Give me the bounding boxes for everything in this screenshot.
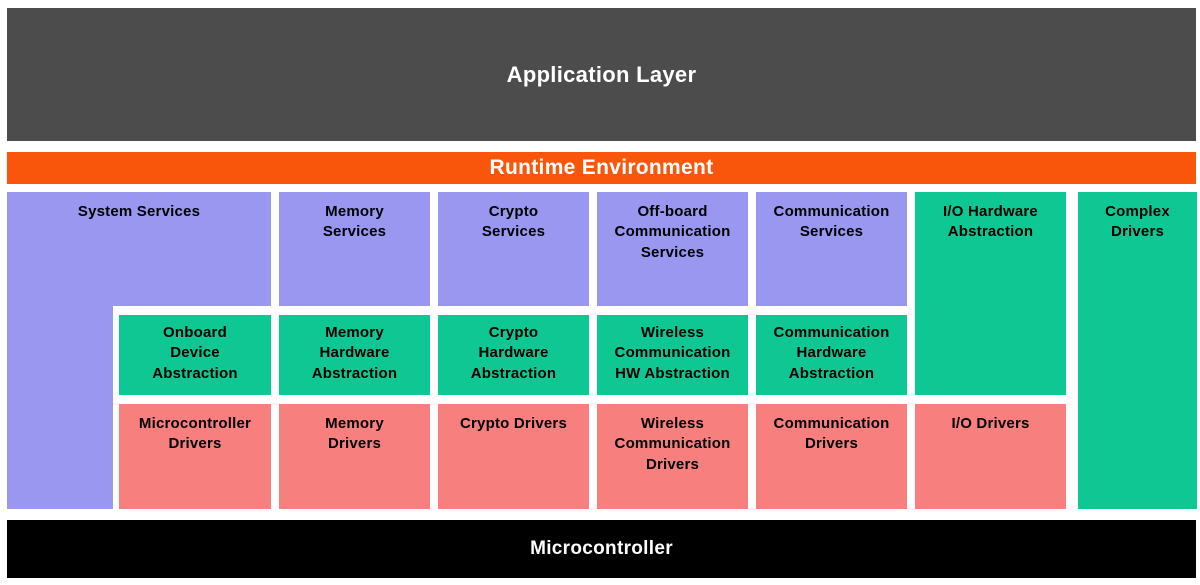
block-communication-hardware-abstraction: Communication Hardware Abstraction [756, 315, 907, 395]
block-communication-services: Communication Services [756, 192, 907, 306]
application-layer-bar: Application Layer [7, 8, 1196, 141]
block-memory-services: Memory Services [279, 192, 430, 306]
microcontroller-bar: Microcontroller [7, 520, 1196, 578]
microcontroller-label: Microcontroller [530, 538, 673, 559]
runtime-environment-label: Runtime Environment [489, 156, 714, 179]
block-wireless-communication-drivers: Wireless Communication Drivers [597, 404, 748, 509]
block-complex-drivers: Complex Drivers [1078, 192, 1197, 509]
application-layer-label: Application Layer [506, 61, 697, 87]
block-offboard-communication-services: Off-board Communication Services [597, 192, 748, 306]
block-system-services: System Services [7, 192, 271, 306]
block-communication-drivers: Communication Drivers [756, 404, 907, 509]
block-crypto-hardware-abstraction: Crypto Hardware Abstraction [438, 315, 589, 395]
block-memory-hardware-abstraction: Memory Hardware Abstraction [279, 315, 430, 395]
block-microcontroller-drivers: Microcontroller Drivers [119, 404, 271, 509]
block-crypto-services: Crypto Services [438, 192, 589, 306]
block-memory-drivers: Memory Drivers [279, 404, 430, 509]
block-io-drivers: I/O Drivers [915, 404, 1066, 509]
block-onboard-device-abstraction: Onboard Device Abstraction [119, 315, 271, 395]
block-wireless-communication-hw-abstraction: Wireless Communication HW Abstraction [597, 315, 748, 395]
runtime-environment-bar: Runtime Environment [7, 152, 1196, 184]
block-crypto-drivers: Crypto Drivers [438, 404, 589, 509]
block-io-hardware-abstraction: I/O Hardware Abstraction [915, 192, 1066, 395]
